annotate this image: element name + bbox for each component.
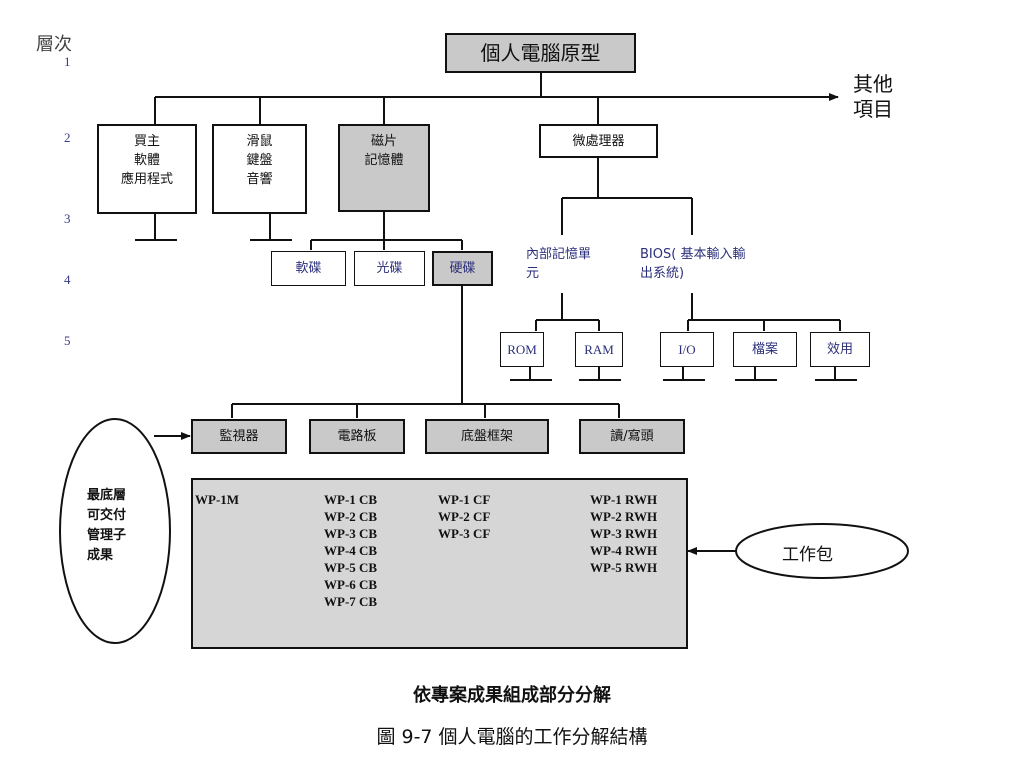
read-write-head-node: 讀/寫頭 bbox=[579, 419, 685, 454]
level-number-5: 5 bbox=[64, 333, 71, 348]
software-node: 買主 軟體 應用程式 bbox=[97, 124, 197, 214]
io-node: I/O bbox=[660, 332, 714, 367]
optical-node: 光碟 bbox=[354, 251, 425, 286]
work-package-panel bbox=[191, 478, 688, 649]
level-number-4: 4 bbox=[64, 272, 71, 287]
ram-node: RAM bbox=[575, 332, 623, 367]
disk-storage-node: 磁片 記憶體 bbox=[338, 124, 430, 212]
utility-node: 效用 bbox=[810, 332, 870, 367]
level-heading: 層次 bbox=[36, 34, 72, 55]
work-package-ellipse bbox=[735, 523, 909, 579]
peripherals-node: 滑鼠 鍵盤 音響 bbox=[212, 124, 307, 214]
work-packages-monitor: WP-1M bbox=[195, 492, 240, 507]
file-node: 檔案 bbox=[733, 332, 797, 367]
work-packages-chassis: WP-1 CF WP-2 CF WP-3 CF bbox=[438, 492, 491, 541]
monitor-node: 監視器 bbox=[191, 419, 287, 454]
internal-memory-label: 內部記憶單 元 bbox=[526, 247, 592, 281]
work-package-label: 工作包 bbox=[782, 545, 833, 565]
lowest-level-ellipse bbox=[59, 418, 171, 644]
floppy-node: 軟碟 bbox=[271, 251, 346, 286]
caption-main: 依專案成果組成部分分解 bbox=[413, 685, 611, 706]
bios-label: BIOS( 基本輸入輸 出系統) bbox=[640, 247, 746, 281]
microprocessor-node: 微處理器 bbox=[539, 124, 658, 158]
chassis-node: 底盤框架 bbox=[425, 419, 549, 454]
circuit-board-node: 電路板 bbox=[309, 419, 405, 454]
level-number-3: 3 bbox=[64, 211, 71, 226]
work-packages-read-write-head: WP-1 RWH WP-2 RWH WP-3 RWH WP-4 RWH WP-5… bbox=[590, 492, 658, 575]
level-number-2: 2 bbox=[64, 130, 71, 145]
hard-disk-node: 硬碟 bbox=[432, 251, 493, 286]
root-node: 個人電腦原型 bbox=[445, 33, 636, 73]
lowest-level-note: 最底層 可交付 管理子 成果 bbox=[87, 488, 127, 563]
work-packages-circuit-board: WP-1 CB WP-2 CB WP-3 CB WP-4 CB WP-5 CB … bbox=[324, 492, 378, 609]
other-items-label: 其他 項目 bbox=[853, 72, 893, 121]
rom-node: ROM bbox=[500, 332, 544, 367]
level-number-1: 1 bbox=[64, 54, 71, 69]
figure-caption: 圖 9-7 個人電腦的工作分解結構 bbox=[376, 726, 648, 748]
